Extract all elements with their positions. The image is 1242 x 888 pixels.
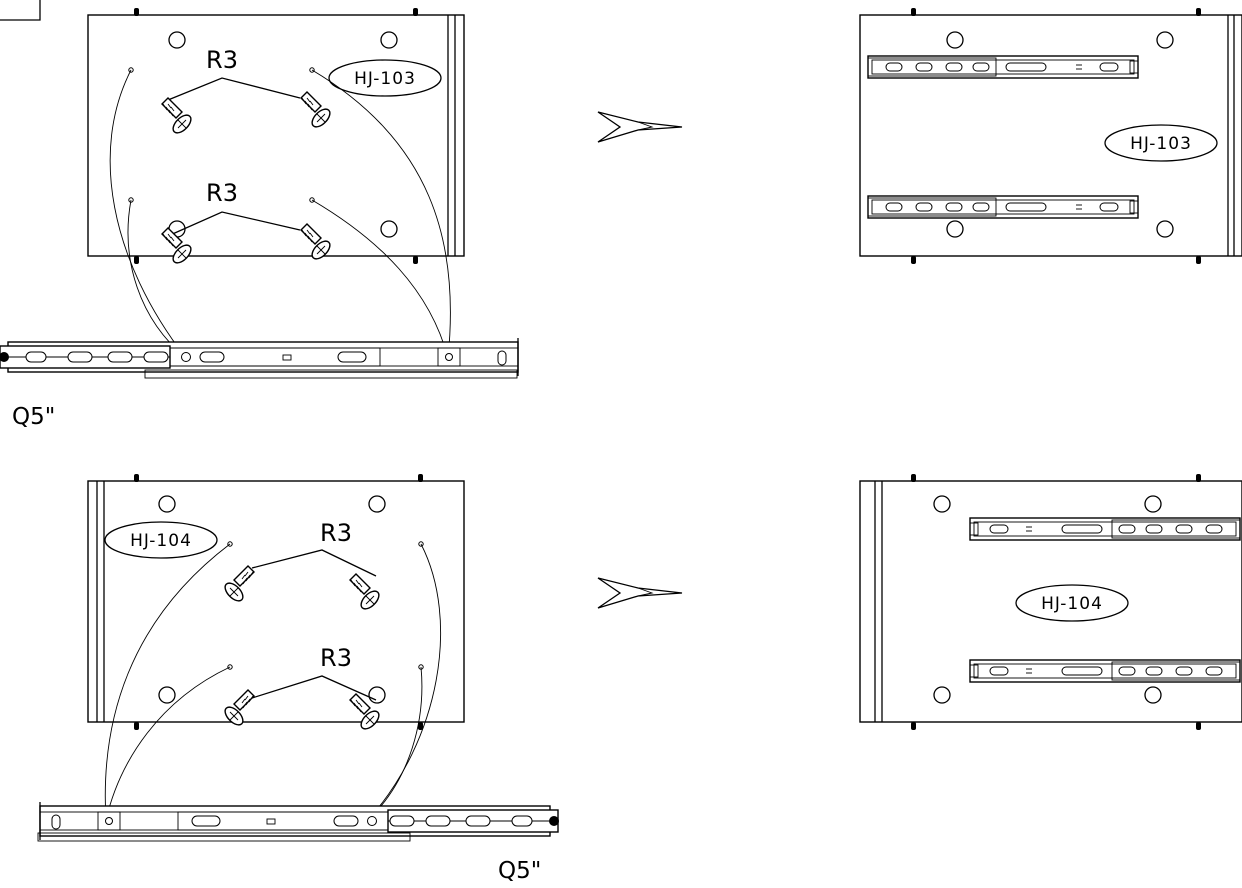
arrow-icon	[597, 577, 683, 609]
mounted-slide	[867, 55, 1139, 79]
mounted-slide	[969, 517, 1241, 541]
result-panel: HJ-103	[859, 8, 1242, 264]
step-1: HJ-103 R3 R3 Q5"	[0, 8, 1242, 430]
arrow-icon	[597, 111, 683, 143]
slide-size-label: Q5"	[498, 858, 541, 884]
mounted-slide	[969, 659, 1241, 683]
model-tag: HJ-103	[1130, 134, 1192, 154]
model-tag-oval	[104, 521, 218, 559]
model-tag: HJ-104	[1041, 594, 1103, 614]
cabinet-panel	[87, 480, 465, 723]
slide-size-label: Q5"	[12, 404, 55, 430]
result-panel: HJ-104	[859, 474, 1242, 730]
mounted-slide	[867, 195, 1139, 219]
drawer-slide	[39, 801, 560, 841]
model-tag: HJ-103	[354, 69, 416, 89]
screw-label: R3	[320, 644, 352, 672]
step-2: HJ-104 R3 R3 Q5"	[37, 474, 1242, 884]
screw-label: R3	[320, 519, 352, 547]
model-tag: HJ-104	[130, 531, 192, 551]
cabinet-panel	[87, 14, 465, 257]
screw-label: R3	[206, 46, 238, 74]
model-tag-oval	[328, 59, 442, 97]
screw-label: R3	[206, 179, 238, 207]
corner-frame	[0, 0, 41, 21]
